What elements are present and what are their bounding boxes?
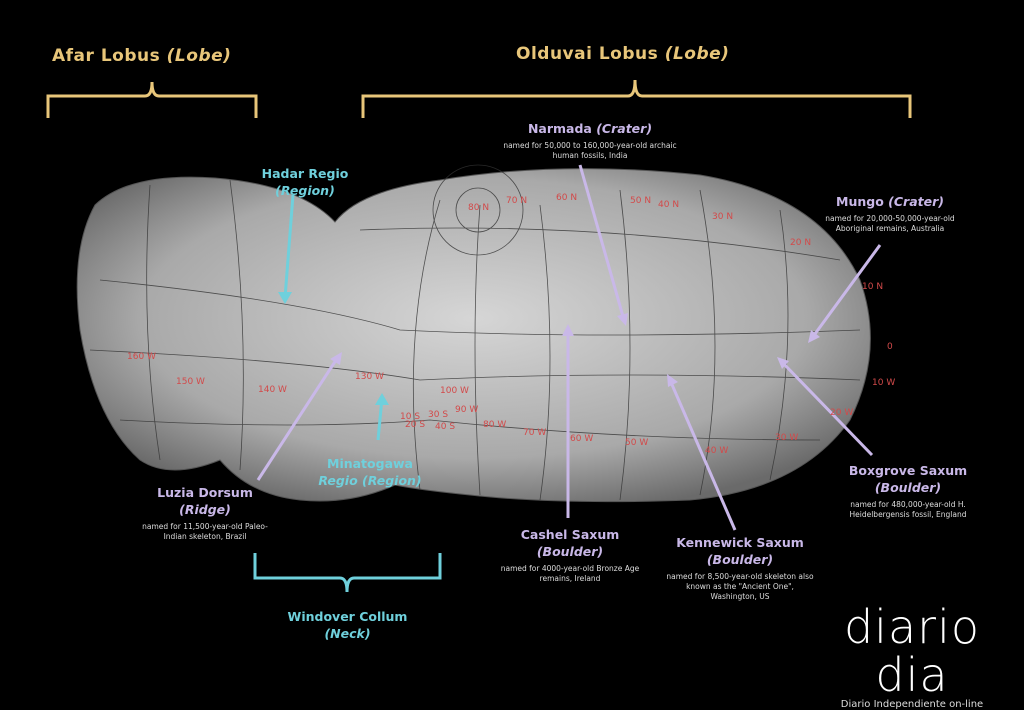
grid-label: 30 W: [775, 433, 799, 443]
grid-label: 90 W: [455, 405, 479, 415]
grid-label: 60 N: [556, 193, 578, 203]
feature-name: Narmada: [527, 121, 592, 136]
grid-label: 60 W: [570, 434, 594, 444]
windover-collum: Windover Collum (Neck): [265, 608, 430, 642]
afar-bracket: [46, 81, 258, 118]
grid-label: 130 W: [355, 372, 384, 382]
feature-type: (Boulder): [536, 544, 604, 559]
feature-name: Cashel Saxum: [520, 527, 620, 542]
olduvai-bracket: [361, 79, 912, 118]
feature-name: Mungo: [836, 194, 884, 209]
feature-type: (Crater): [888, 194, 944, 209]
grid-label: 40 W: [705, 446, 729, 456]
grid-label: 10 S: [400, 412, 421, 422]
feature-type: (Ridge): [179, 502, 231, 517]
logo-tagline: Diario Independiente on-line: [840, 699, 984, 710]
boxgrove-saxum: Boxgrove Saxum (Boulder) named for 480,0…: [838, 462, 978, 520]
olduvai-lobus-label: Olduvai Lobus (Lobe): [516, 44, 729, 64]
feature-type: (Boulder): [706, 552, 774, 567]
grid-label: 10 N: [862, 282, 884, 292]
grid-label: 80 N: [468, 203, 490, 213]
mungo-crater: Mungo (Crater) named for 20,000-50,000-y…: [815, 193, 965, 234]
hadar-regio: Hadar Regio (Region): [250, 165, 360, 199]
feature-name: Luzia Dorsum: [157, 485, 253, 500]
grid-label: 20 N: [790, 238, 812, 248]
feature-description: named for 8,500-year-old skeleton also k…: [666, 572, 814, 601]
feature-description: named for 50,000 to 160,000-year-old arc…: [503, 141, 677, 160]
feature-name: Boxgrove Saxum: [848, 463, 968, 478]
grid-label: 50 W: [625, 438, 649, 448]
grid-label: 20 S: [405, 420, 426, 430]
asteroid-diagram: [46, 79, 912, 593]
grid-label: 70 N: [506, 196, 528, 206]
logo-name: diario dia: [843, 600, 980, 702]
kennewick-saxum: Kennewick Saxum (Boulder) named for 8,50…: [665, 534, 815, 602]
diario-dia-logo: diario dia Diario Independiente on-line: [800, 603, 1024, 710]
lobe-type: (Lobe): [664, 44, 730, 64]
lobe-name: Olduvai Lobus: [516, 44, 659, 64]
feature-type: Regio (Region): [318, 473, 422, 488]
minatogawa-regio: Minatogawa Regio (Region): [290, 455, 450, 489]
grid-label: 70 W: [523, 428, 547, 438]
feature-description: named for 480,000-year-old H. Heidelberg…: [849, 500, 967, 519]
grid-label: 40 N: [658, 200, 680, 210]
asteroid-body: [76, 168, 871, 503]
grid-label: 30 N: [712, 212, 734, 222]
feature-name: Windover Collum: [287, 609, 408, 624]
feature-name: Minatogawa: [327, 456, 413, 471]
grid-label: 30 S: [428, 410, 449, 420]
narmada-crater: Narmada (Crater) named for 50,000 to 160…: [500, 120, 680, 161]
grid-label: 50 N: [630, 196, 652, 206]
feature-type: (Crater): [596, 121, 653, 136]
grid-label: 40 S: [435, 422, 456, 432]
coordinate-grid: [89, 164, 861, 501]
afar-lobus-label: Afar Lobus (Lobe): [52, 46, 231, 66]
feature-type: (Region): [275, 183, 335, 198]
feature-name: Kennewick Saxum: [676, 535, 804, 550]
grid-label: 150 W: [176, 377, 205, 387]
luzia-dorsum: Luzia Dorsum (Ridge) named for 11,500-ye…: [135, 484, 275, 542]
grid-label: 160 W: [127, 352, 156, 362]
grid-label: 140 W: [258, 385, 287, 395]
lobe-name: Afar Lobus: [52, 46, 161, 66]
feature-description: named for 20,000-50,000-year-old Aborigi…: [825, 214, 955, 233]
grid-label: 0: [887, 342, 893, 352]
feature-name: Hadar Regio: [261, 166, 349, 181]
grid-label: 10 W: [872, 378, 896, 388]
feature-type: (Boulder): [874, 480, 942, 495]
feature-description: named for 11,500-year-old Paleo-Indian s…: [142, 522, 268, 541]
cashel-saxum: Cashel Saxum (Boulder) named for 4000-ye…: [500, 526, 640, 584]
grid-label: 20 W: [830, 408, 854, 418]
grid-label: 100 W: [440, 386, 469, 396]
feature-type: (Neck): [324, 626, 371, 641]
lobe-type: (Lobe): [166, 46, 232, 66]
windover-bracket: [253, 553, 442, 593]
feature-description: named for 4000-year-old Bronze Age remai…: [500, 564, 640, 583]
grid-label: 80 W: [483, 420, 507, 430]
